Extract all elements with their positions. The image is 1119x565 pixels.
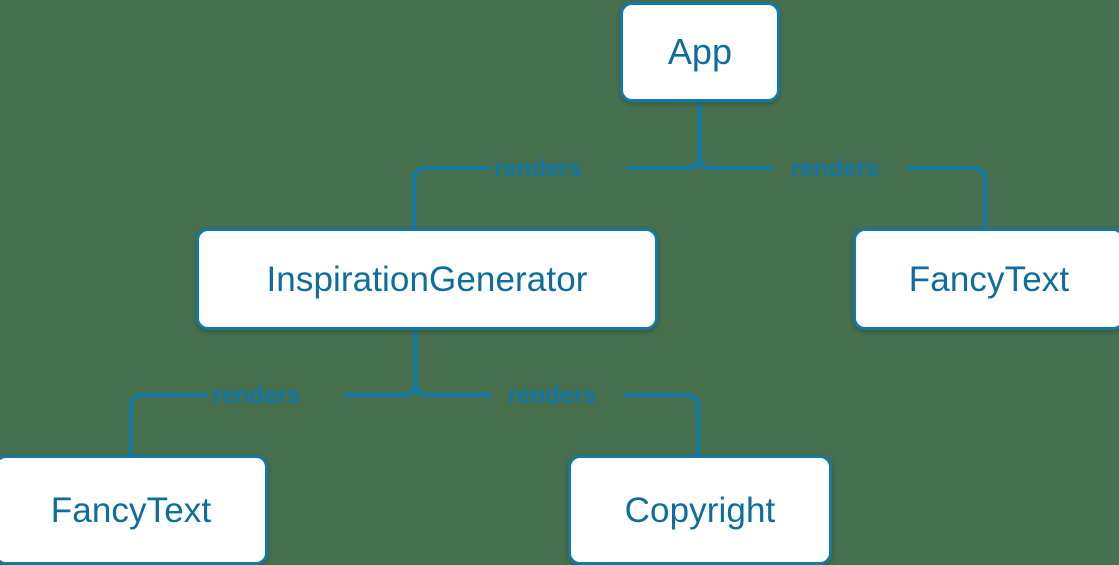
edge-inspiration-to-copyright (623, 393, 700, 459)
edge-label-app-to-inspiration-generator: renders (494, 155, 583, 182)
node-fancytext-bottom-label: FancyText (50, 490, 212, 530)
edge-app-to-fancytext (906, 166, 987, 232)
node-inspiration-generator[interactable]: InspirationGenerator (196, 228, 658, 330)
node-inspiration-generator-label: InspirationGenerator (266, 259, 588, 299)
node-fancytext-right-label: FancyText (908, 259, 1070, 299)
edge-app-trunk-right (697, 154, 774, 170)
node-fancytext-right[interactable]: FancyText (853, 228, 1119, 330)
edge-inspiration-trunk-left (343, 326, 418, 397)
edge-label-inspiration-generator-to-copyright: renders (508, 382, 597, 409)
node-app[interactable]: App (620, 2, 780, 102)
node-fancytext-bottom[interactable]: FancyText (0, 455, 268, 565)
edge-label-app-to-fancytext: renders (791, 155, 880, 182)
edge-inspiration-to-fancytext (129, 393, 208, 459)
edge-label-inspiration-generator-to-fancytext: renders (212, 382, 301, 409)
node-copyright-label: Copyright (624, 490, 776, 530)
edge-app-trunk (626, 98, 702, 170)
edge-app-to-inspiration (412, 166, 491, 232)
node-copyright[interactable]: Copyright (568, 455, 832, 565)
edge-inspiration-trunk-right (413, 381, 492, 397)
node-app-label: App (667, 31, 733, 72)
